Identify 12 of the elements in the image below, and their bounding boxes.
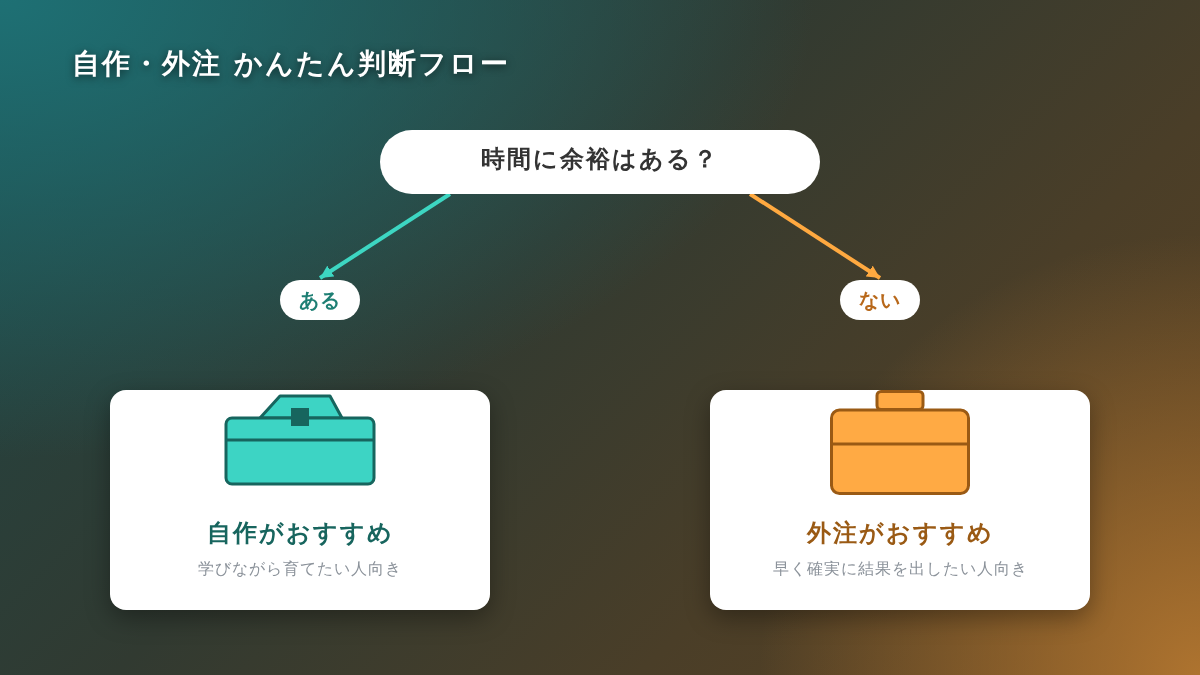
answer-pill: ある xyxy=(280,280,360,320)
arrow xyxy=(318,192,452,280)
card-description: 学びながら育てたい人向き xyxy=(198,558,402,580)
card-heading: 外注がおすすめ xyxy=(806,518,994,549)
card-description: 早く確実に結果を出したい人向き xyxy=(772,558,1028,580)
title: 自作・外注 かんたん判断フロー xyxy=(72,46,510,82)
result-card xyxy=(110,390,490,610)
question-pill: 時間に余裕はある？ xyxy=(380,130,820,194)
card-heading: 自作がおすすめ xyxy=(206,518,394,549)
answer-pill: ない xyxy=(840,280,920,320)
arrow xyxy=(748,192,882,280)
result-card xyxy=(710,390,1090,610)
